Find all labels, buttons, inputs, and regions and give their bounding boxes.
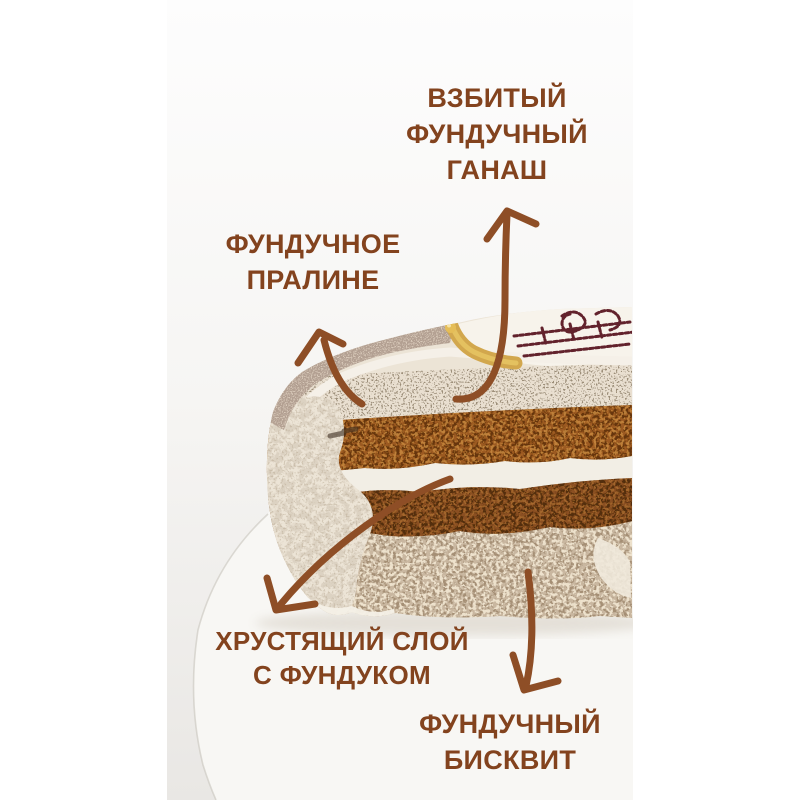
ornament-pattern bbox=[512, 309, 632, 358]
label-line: ФУНДУЧНОЕ bbox=[225, 229, 401, 259]
arrow-to-praline bbox=[294, 328, 366, 408]
praline-layer bbox=[266, 405, 632, 474]
plate-edge bbox=[192, 513, 269, 800]
label-line: ХРУСТЯЩИЙ СЛОЙ bbox=[215, 626, 469, 656]
label-crunchy-layer: ХРУСТЯЩИЙ СЛОЙ С ФУНДУКОМ bbox=[192, 624, 492, 692]
annotation-arrows bbox=[263, 207, 562, 694]
label-line: ВЗБИТЫЙ bbox=[427, 83, 567, 113]
cream-swirl bbox=[593, 538, 631, 598]
gold-band-highlight bbox=[449, 323, 519, 366]
photo bbox=[167, 0, 633, 800]
label-line: ПРАЛИНЕ bbox=[246, 265, 380, 295]
label-line: ФУНДУЧНЫЙ bbox=[406, 119, 588, 149]
label-praline: ФУНДУЧНОЕ ПРАЛИНЕ bbox=[163, 226, 463, 298]
label-sponge: ФУНДУЧНЫЙ БИСКВИТ bbox=[360, 706, 660, 778]
label-line: ГАНАШ bbox=[446, 155, 548, 185]
mousse-side bbox=[266, 396, 373, 616]
arrow-to-sponge bbox=[509, 568, 562, 694]
arrow-to-crunchy bbox=[263, 475, 454, 614]
label-whipped-ganache: ВЗБИТЫЙ ФУНДУЧНЫЙ ГАНАШ bbox=[347, 80, 647, 188]
arrow-to-ganache bbox=[452, 207, 540, 403]
cake-cross-section bbox=[266, 307, 632, 619]
crevice-marks bbox=[327, 426, 359, 439]
label-line: БИСКВИТ bbox=[443, 745, 577, 775]
label-line: ФУНДУЧНЫЙ bbox=[419, 709, 601, 739]
label-line: С ФУНДУКОМ bbox=[253, 660, 431, 690]
